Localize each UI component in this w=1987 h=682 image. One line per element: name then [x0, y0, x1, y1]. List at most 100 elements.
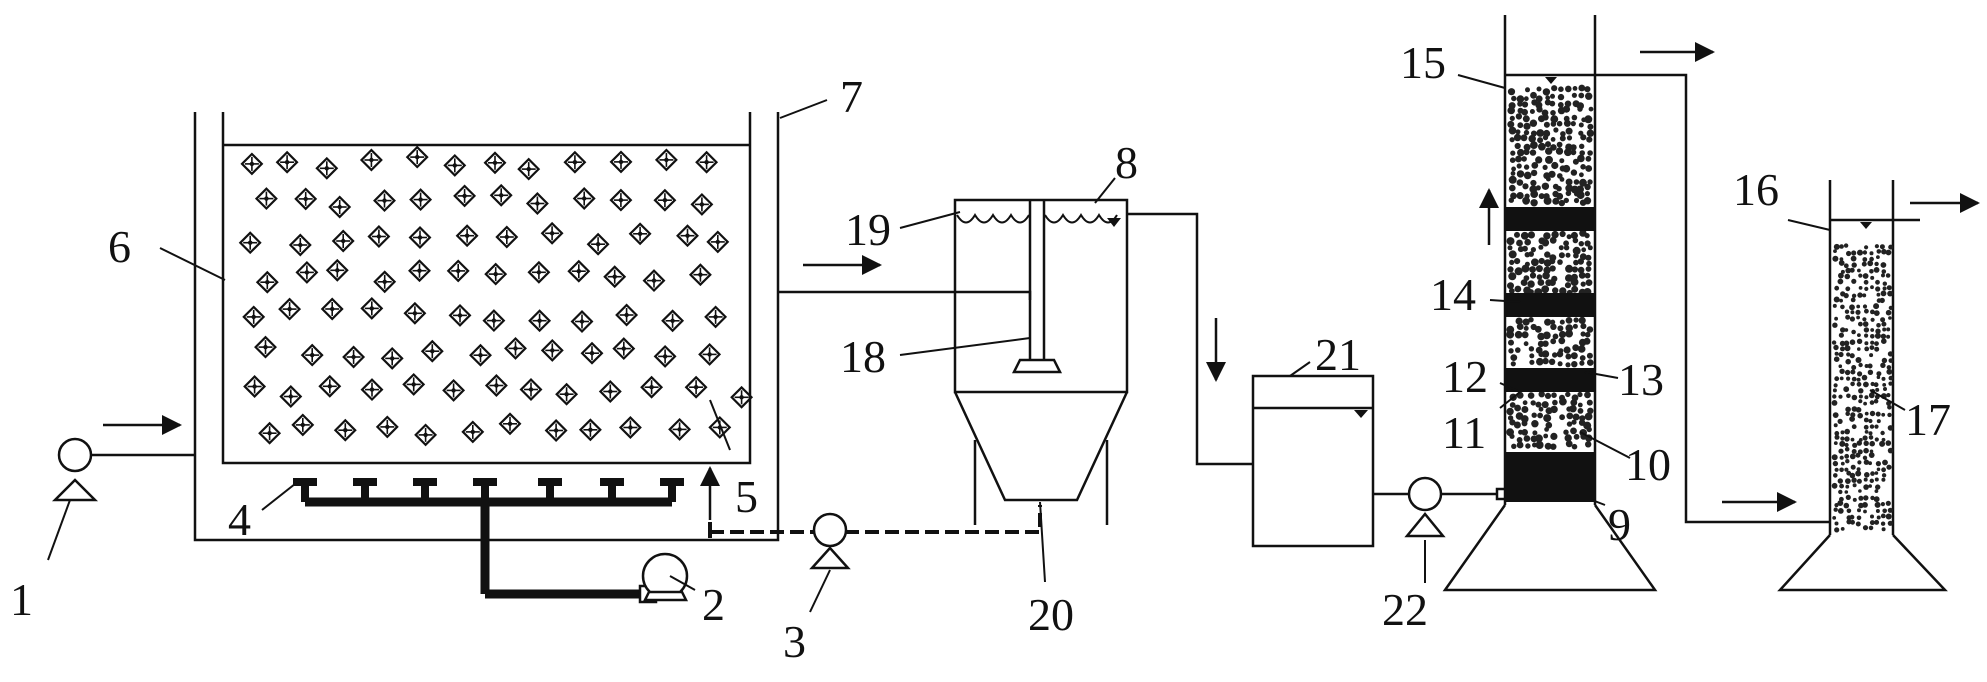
media-granule: [1535, 401, 1542, 408]
media-granule: [1523, 96, 1529, 102]
media-granule: [1585, 254, 1592, 261]
media-granule: [1523, 148, 1530, 156]
media-granule: [1529, 353, 1535, 359]
media-granule: [1586, 399, 1593, 406]
media-granule: [1885, 249, 1892, 256]
media-granule: [1570, 278, 1579, 287]
diffuser-head: [538, 478, 562, 502]
media-granule: [1851, 424, 1857, 430]
media-granule: [1845, 478, 1851, 484]
media-granule: [1585, 266, 1592, 272]
media-granule: [1550, 338, 1557, 345]
media-granule: [1559, 414, 1565, 421]
media-granule: [1837, 418, 1843, 424]
media-granule: [1850, 369, 1856, 375]
media-granule: [1858, 362, 1863, 368]
media-granule: [1552, 352, 1558, 358]
media-granule: [1544, 318, 1552, 326]
media-granule: [1832, 460, 1839, 467]
carrier-particle: [640, 376, 663, 399]
label-12: 12: [1442, 351, 1488, 402]
media-granule: [1886, 327, 1891, 332]
carrier-particle: [342, 346, 365, 368]
diffuser-icon: [293, 478, 684, 502]
media-granule: [1881, 412, 1886, 417]
media-granule: [1534, 434, 1543, 443]
media-granule: [1832, 322, 1838, 328]
media-granule: [1556, 350, 1564, 358]
media-granule: [1849, 304, 1855, 311]
media-granule: [1551, 230, 1559, 239]
media-granule: [1571, 419, 1577, 425]
carrier-particle: [240, 152, 263, 175]
media-granule: [1840, 430, 1845, 435]
media-granule: [1511, 443, 1517, 449]
media-granule: [1507, 282, 1514, 290]
media-granule: [1858, 286, 1863, 290]
carrier-particle: [326, 259, 349, 282]
media-granule: [1558, 330, 1567, 339]
media-granule: [1882, 286, 1887, 291]
media-granule: [1887, 405, 1892, 410]
media-granule: [1577, 408, 1584, 414]
media-granule: [1517, 101, 1523, 107]
media-granule: [1508, 288, 1515, 294]
media-granule: [1563, 245, 1570, 251]
media-granule: [1585, 279, 1593, 286]
media-granule: [1522, 183, 1529, 190]
media-granule: [1571, 443, 1578, 450]
media-granule: [1510, 150, 1516, 156]
media-granule: [1833, 441, 1838, 445]
media-granule: [1844, 490, 1849, 494]
media-granule: [1855, 407, 1862, 413]
media-granule: [1570, 399, 1578, 406]
carrier-particle: [276, 151, 299, 174]
media-granule: [1881, 437, 1886, 442]
media-granule: [1857, 371, 1863, 377]
media-granule: [1514, 267, 1523, 276]
carrier-particle: [443, 154, 466, 177]
media-granule: [1863, 477, 1868, 482]
label-11: 11: [1442, 407, 1486, 458]
media-granule: [1542, 357, 1549, 365]
media-granule: [1837, 508, 1844, 514]
media-granule: [1879, 297, 1885, 304]
media-granule: [1858, 321, 1863, 327]
media-granule: [1557, 259, 1563, 265]
media-granule: [1863, 417, 1869, 423]
media-granule: [1870, 328, 1875, 332]
media-granule: [1888, 316, 1892, 320]
media-granule: [1886, 365, 1892, 370]
media-granule: [1578, 84, 1586, 92]
media-granule: [1543, 196, 1552, 205]
media-granule: [1869, 478, 1875, 483]
media-granule: [1579, 178, 1587, 187]
carrier-particle: [402, 373, 425, 396]
label-21: 21: [1315, 329, 1361, 380]
media-granule: [1528, 134, 1536, 143]
media-granule: [1885, 513, 1892, 520]
media-granule: [1863, 440, 1869, 446]
carrier-particle: [482, 309, 505, 332]
media-granule: [1565, 85, 1572, 93]
diffuser-head: [473, 478, 497, 502]
carrier-particle: [278, 298, 301, 321]
media-granule: [1578, 241, 1585, 247]
media-granule: [1523, 325, 1529, 331]
carrier-particle: [421, 340, 444, 363]
carrier-particle: [668, 418, 691, 441]
media-granule: [1858, 394, 1863, 399]
media-granule: [1550, 115, 1559, 123]
media-granule: [1852, 442, 1858, 448]
media-granule: [1551, 392, 1557, 399]
media-granule: [1880, 262, 1887, 268]
media-granule: [1550, 110, 1556, 116]
media-granule: [1586, 426, 1592, 433]
media-granule: [1564, 100, 1572, 108]
media-granule: [1514, 404, 1521, 412]
media-granule: [1833, 249, 1837, 254]
media-granule: [1558, 252, 1565, 259]
polishing-column: [1777, 180, 1948, 592]
carrier-particle: [328, 196, 351, 218]
